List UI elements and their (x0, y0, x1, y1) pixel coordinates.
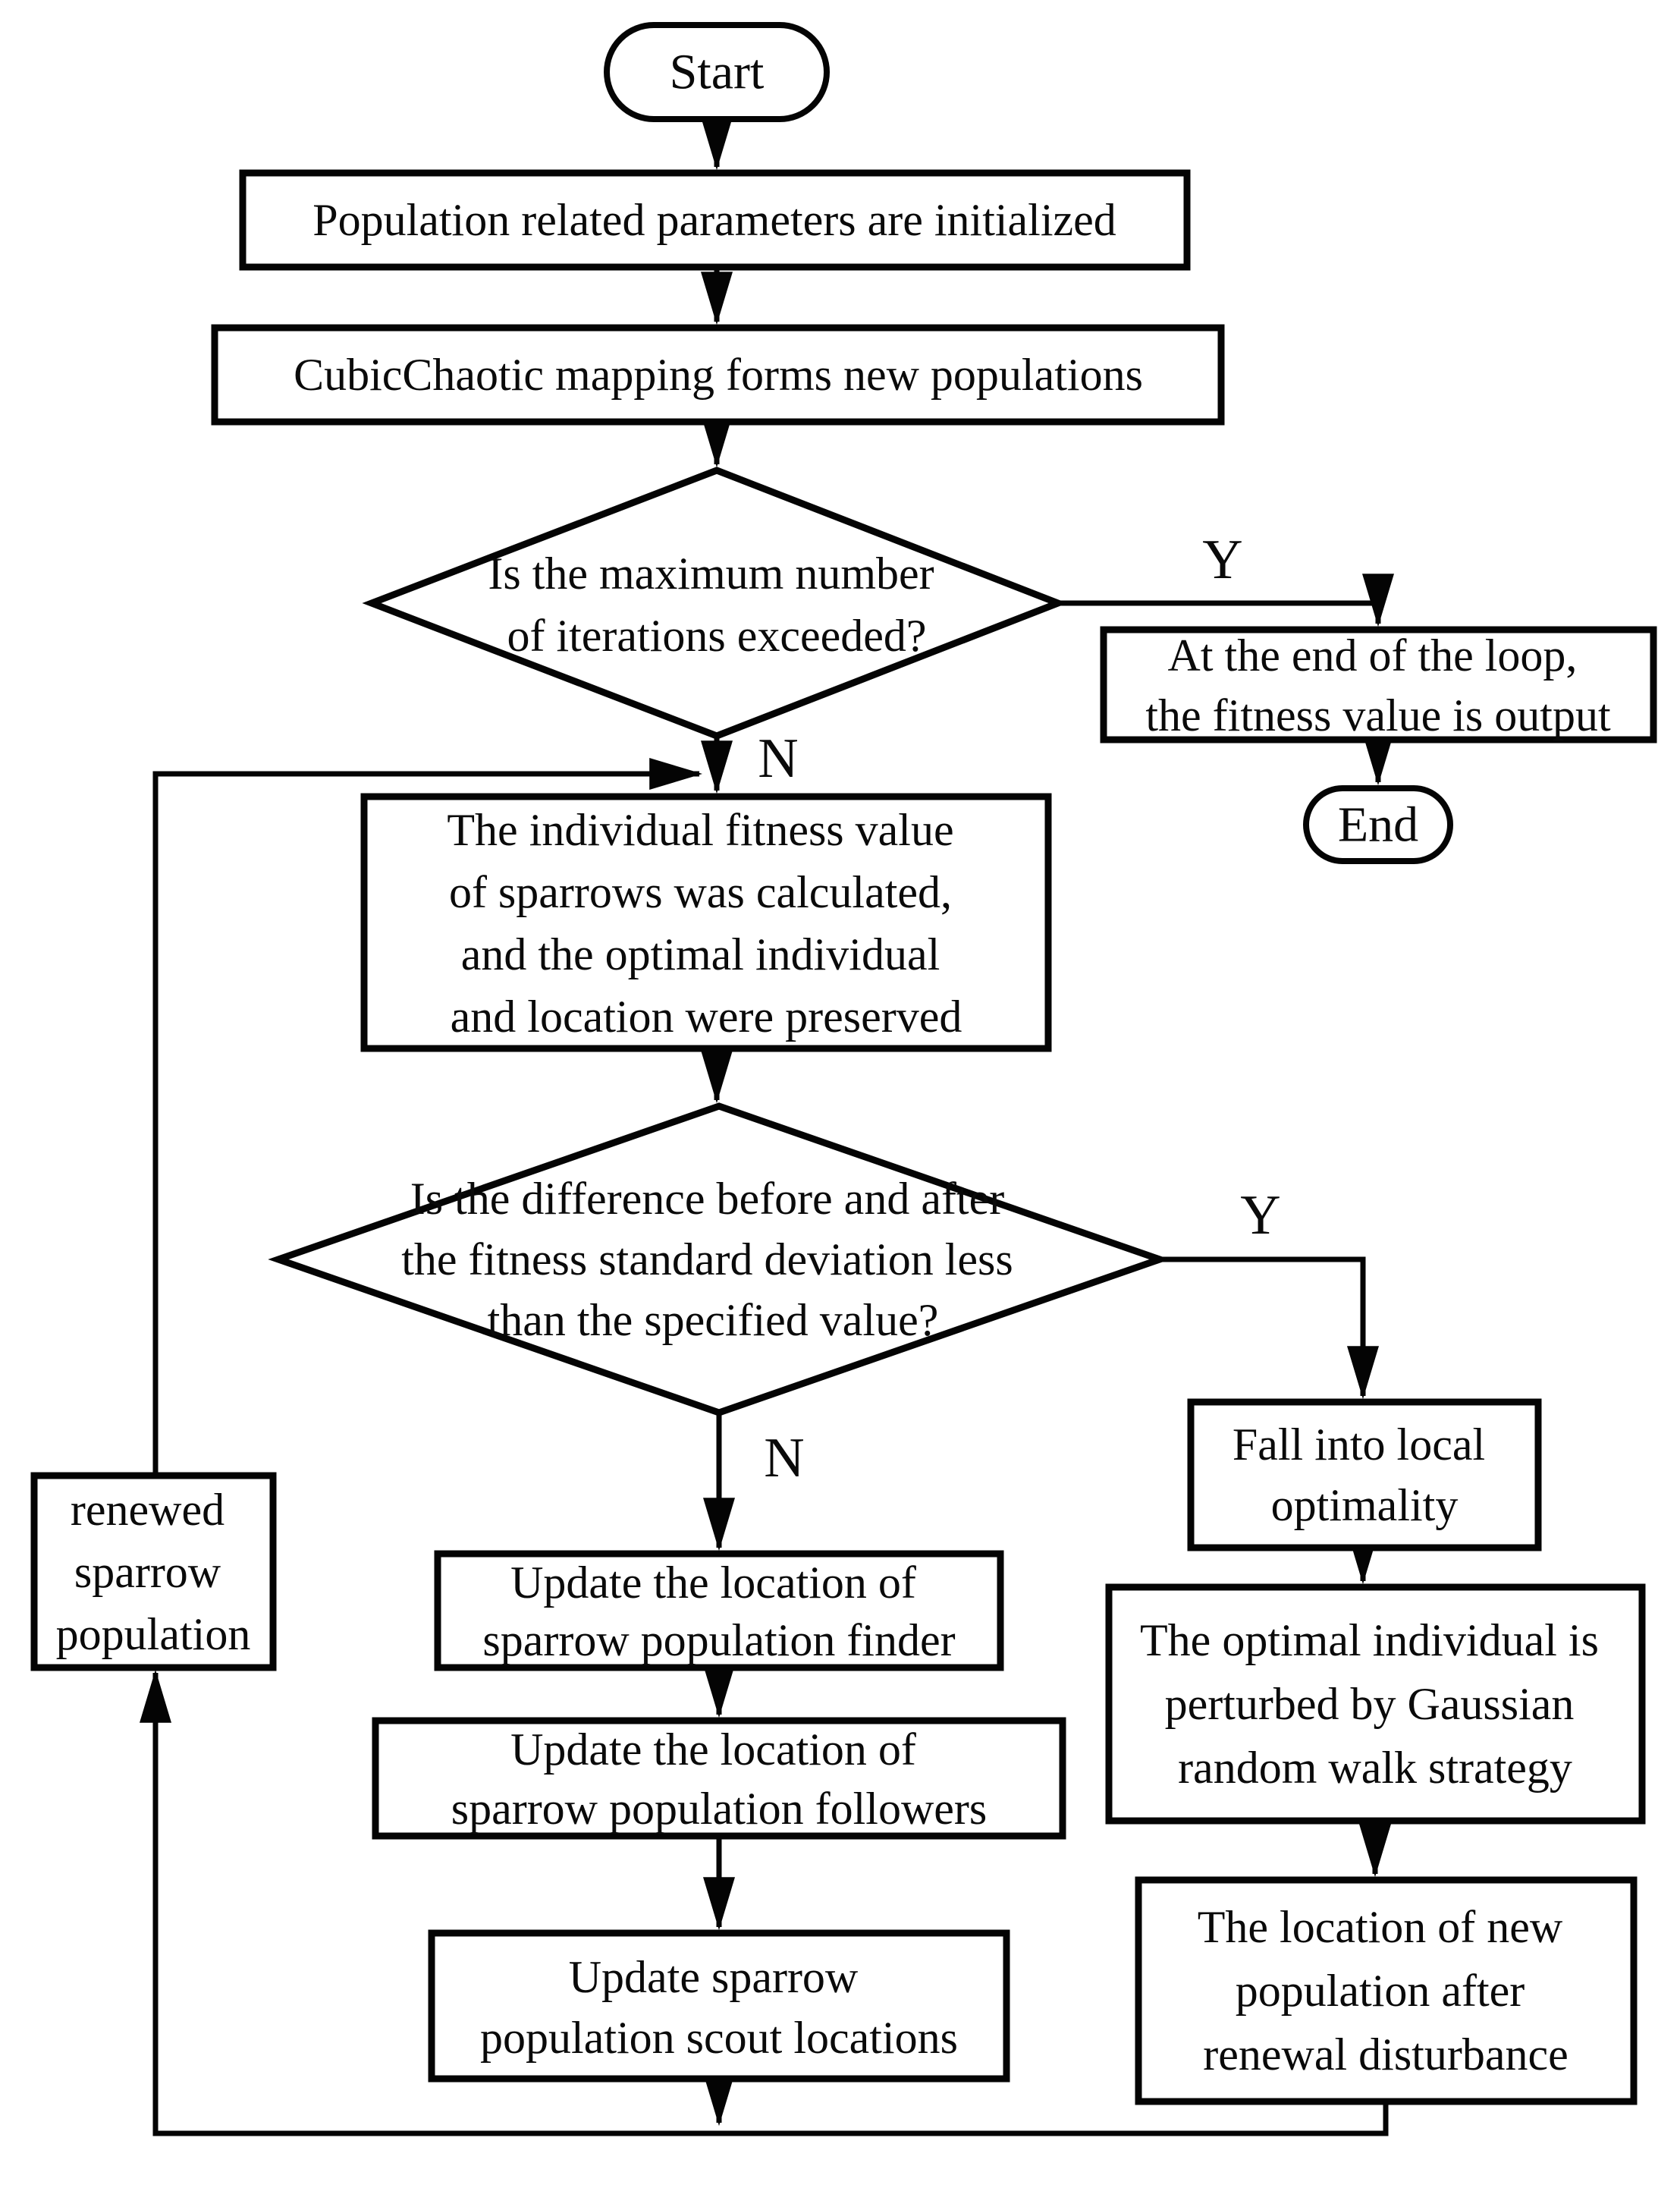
gaussian-walk-label: The optimal individual is perturbed by G… (1140, 1600, 1610, 1793)
node-update-finder: Update the location of sparrow populatio… (434, 1542, 1004, 1671)
end-label: End (1338, 797, 1418, 853)
node-output-fitness: At the end of the loop, the fitness valu… (1100, 615, 1657, 743)
branch-label-yes-1: Y (1202, 529, 1242, 591)
edge-renewed-feedback (152, 758, 703, 1476)
calc-fitness-shape (360, 793, 1052, 1052)
std-deviation-label: Is the difference before and after the f… (401, 1158, 1024, 1345)
gaussian-walk-shape (1105, 1583, 1646, 1825)
output-fitness-shape (1100, 626, 1657, 743)
local-optimality-label: Fall into local optimality (1233, 1404, 1496, 1530)
edge-stddev-yes (1160, 1256, 1379, 1400)
max-iterations-shape (362, 467, 1068, 740)
calc-fitness-label: The individual fitness value of sparrows… (447, 790, 965, 1042)
renewed-population-shape (30, 1472, 277, 1671)
max-iterations-label: Is the maximum number of iterations exce… (488, 533, 945, 661)
end-shape (1303, 785, 1453, 864)
new-population-location-shape (1135, 1876, 1638, 2105)
node-update-followers: Update the location of sparrow populatio… (372, 1709, 1066, 1840)
edge-maxiter-yes (1058, 574, 1394, 627)
init-params-label: Population related parameters are initia… (312, 195, 1116, 245)
branch-label-no-1: N (758, 728, 798, 790)
node-std-deviation-decision: Is the difference before and after the f… (268, 1102, 1170, 1416)
start-shape (604, 22, 830, 122)
update-scout-label: Update sparrow population scout location… (480, 1937, 958, 2063)
node-calc-fitness: The individual fitness value of sparrows… (360, 790, 1052, 1052)
node-max-iterations-decision: Is the maximum number of iterations exce… (362, 467, 1068, 740)
edge-rail-to-renewed (140, 1669, 1389, 2136)
cubic-chaotic-label: CubicChaotic mapping forms new populatio… (294, 350, 1143, 400)
update-scout-shape (428, 1929, 1010, 2083)
local-optimality-shape (1187, 1398, 1542, 1551)
node-renewed-population: renewed sparrow population (30, 1470, 277, 1671)
update-followers-shape (372, 1717, 1066, 1840)
start-label: Start (670, 45, 765, 100)
branch-label-yes-2: Y (1240, 1184, 1280, 1246)
node-cubic-chaotic: CubicChaotic mapping forms new populatio… (211, 324, 1225, 426)
new-population-location-label: The location of new population after ren… (1198, 1887, 1575, 2080)
init-params-shape (239, 169, 1191, 271)
update-finder-shape (434, 1550, 1004, 1671)
node-local-optimality: Fall into local optimality (1187, 1398, 1542, 1551)
output-fitness-label: At the end of the loop, the fitness valu… (1145, 615, 1611, 740)
node-new-population-location: The location of new population after ren… (1135, 1876, 1638, 2105)
node-update-scout: Update sparrow population scout location… (428, 1929, 1010, 2083)
cubic-chaotic-shape (211, 324, 1225, 426)
renewed-population-label: renewed sparrow population (56, 1470, 251, 1659)
branch-label-no-2: N (764, 1427, 804, 1489)
node-end-terminator: End (1303, 785, 1453, 864)
node-gaussian-walk: The optimal individual is perturbed by G… (1105, 1583, 1646, 1825)
update-followers-label: Update the location of sparrow populatio… (451, 1709, 988, 1834)
node-start-terminator: Start (604, 22, 830, 122)
update-finder-label: Update the location of sparrow populatio… (482, 1542, 955, 1665)
node-init-params: Population related parameters are initia… (239, 169, 1191, 271)
std-deviation-shape (268, 1102, 1170, 1416)
